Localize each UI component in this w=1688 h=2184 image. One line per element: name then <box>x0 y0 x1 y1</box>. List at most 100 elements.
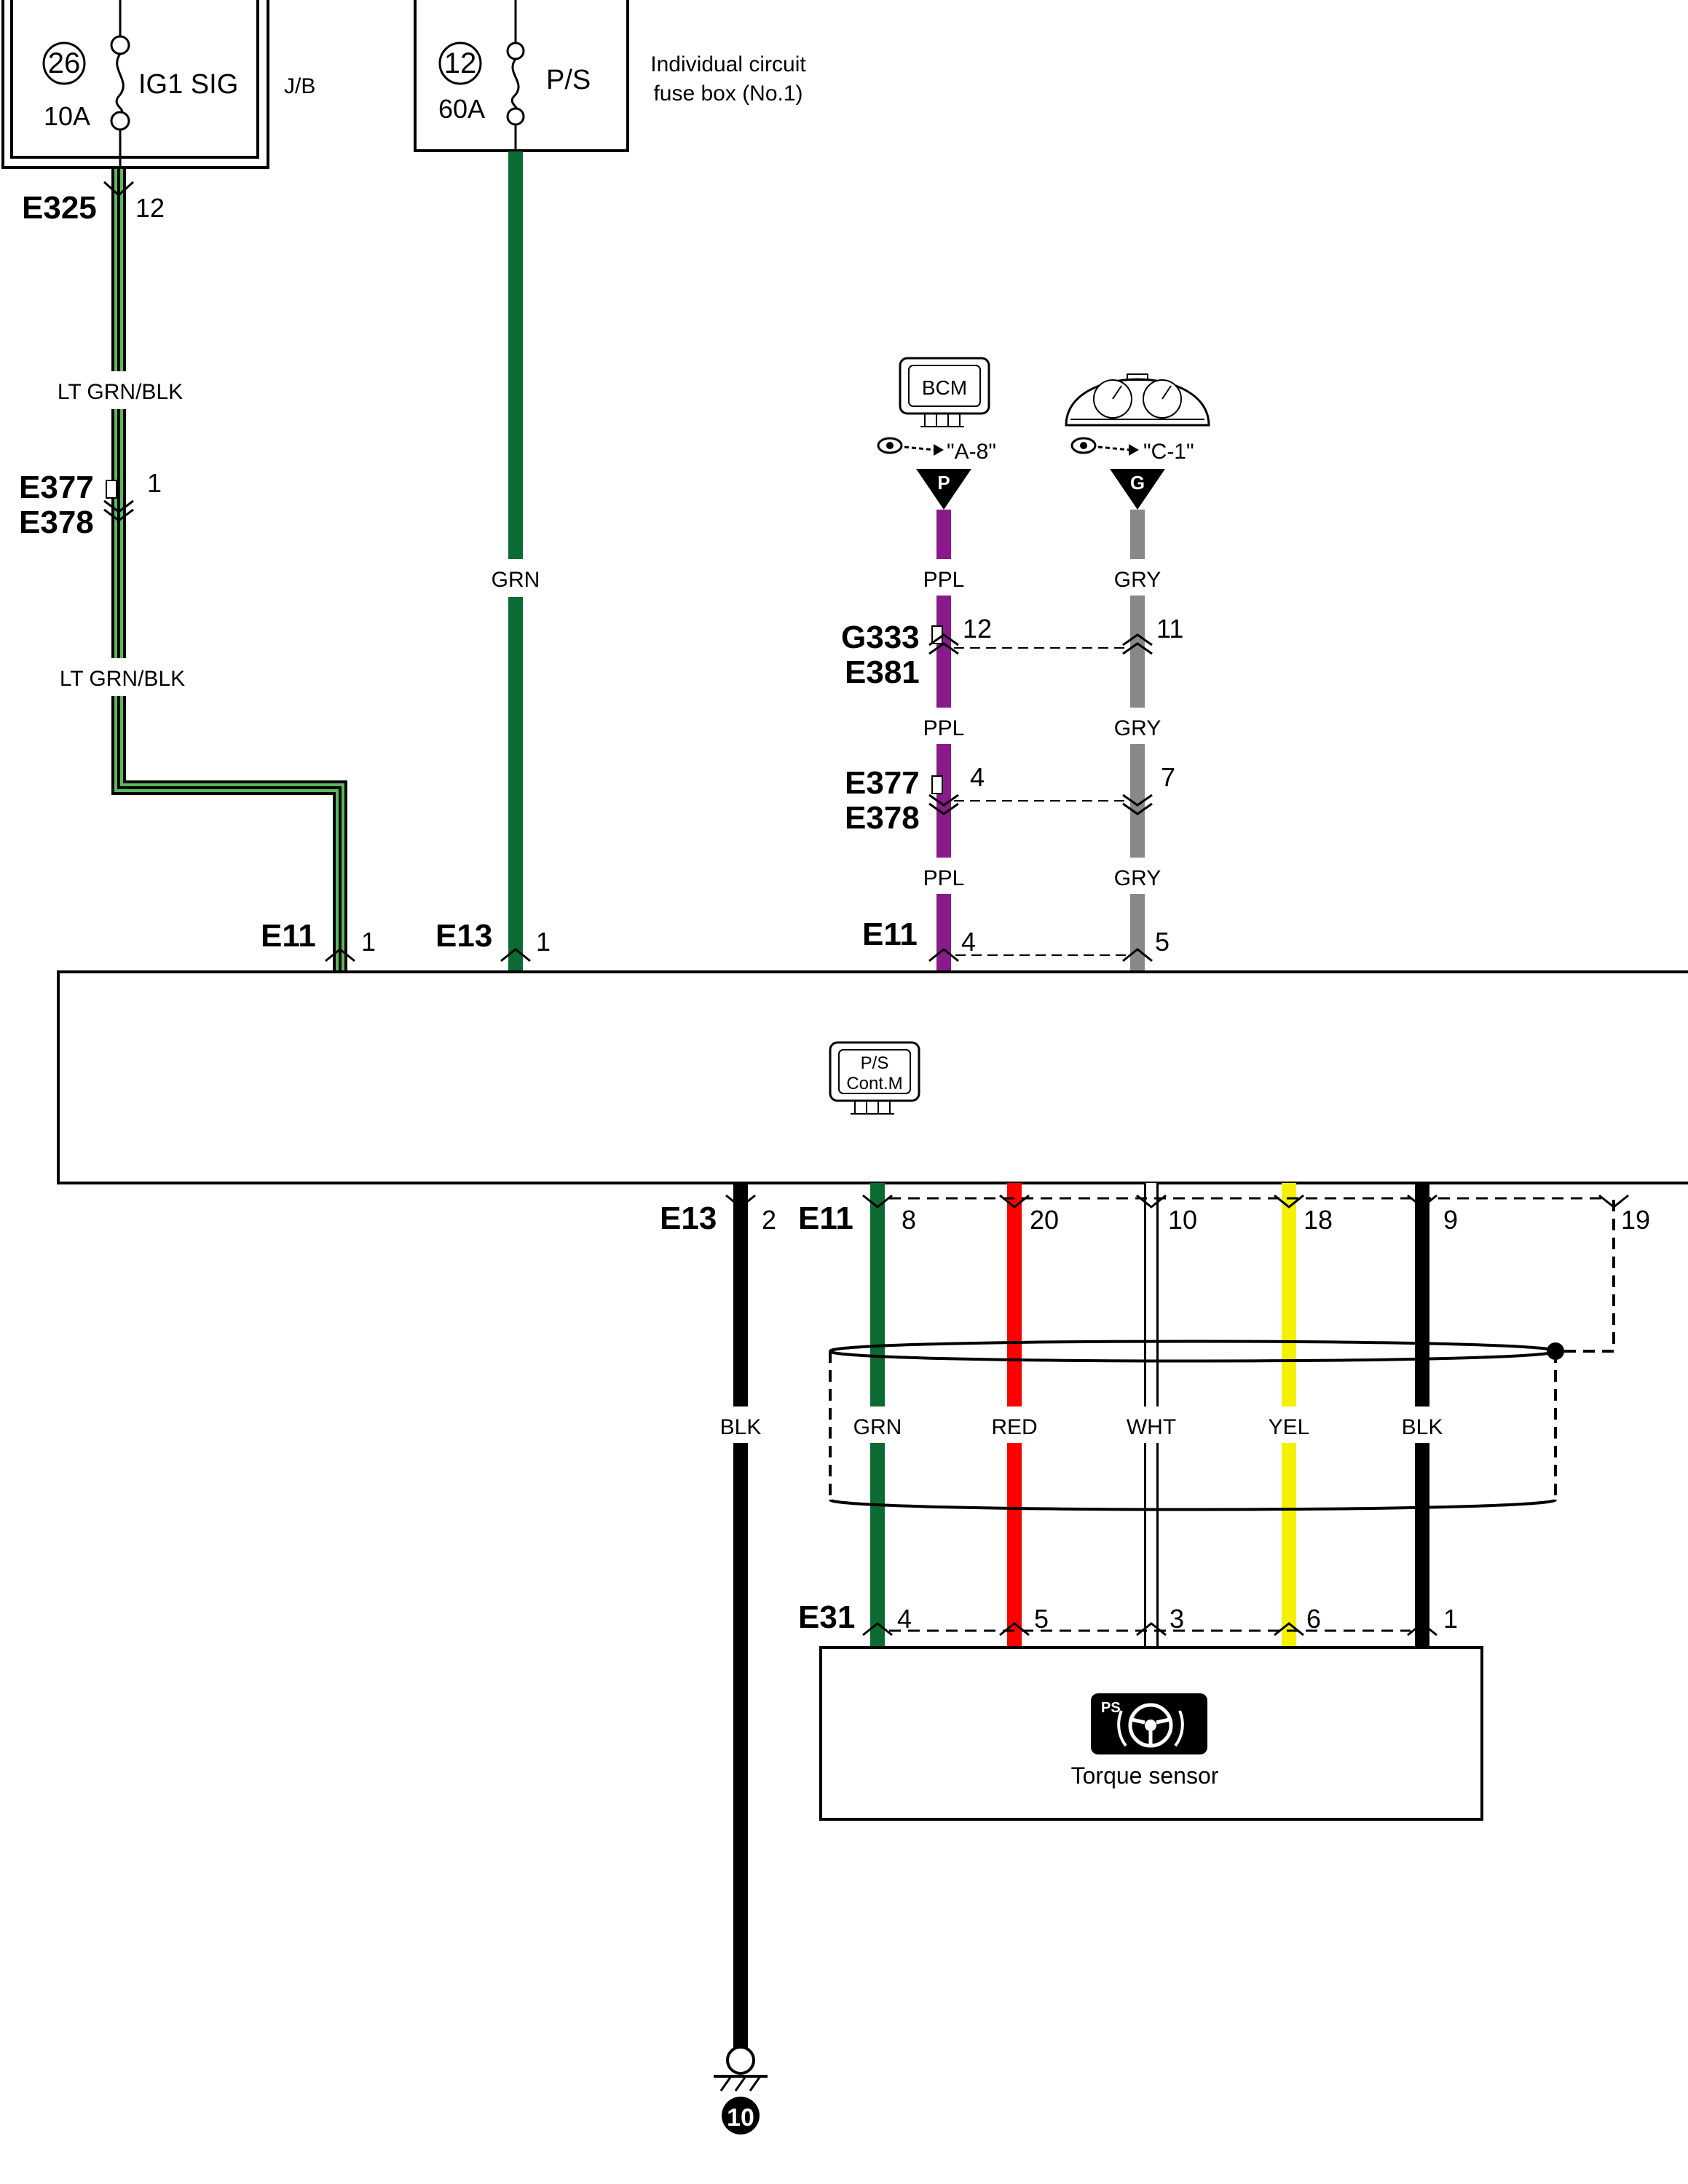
wire-lt-grn-blk <box>111 169 347 972</box>
fuse-icon <box>506 0 525 151</box>
pin-number: 1 <box>147 468 162 498</box>
connector-e11-top-right: E11 4 5 <box>862 917 1170 962</box>
ps-control-module: P/S Cont.M <box>57 970 1688 1184</box>
junction-block-label: J/B <box>284 74 315 98</box>
fuse-number: 26 <box>48 47 81 79</box>
connector-name: E377 <box>19 470 94 505</box>
connector-e325: E325 12 <box>22 181 165 226</box>
pin-number: 2 <box>762 1205 776 1235</box>
fuse-rating: 10A <box>44 101 90 131</box>
combination-meter-module: "C-1" G <box>1065 373 1210 510</box>
pin-number: 1 <box>361 927 376 957</box>
wire-label: BLK <box>1402 1415 1443 1439</box>
fuse-box-label-line1: Individual circuit <box>650 52 806 76</box>
pin-number: 3 <box>1170 1604 1184 1634</box>
connector-g333-e381: G333 E381 12 11 <box>841 614 1183 690</box>
bcm-reference: "A-8" <box>947 440 996 464</box>
wire-tag-letter: P <box>937 472 950 494</box>
pin-number: 1 <box>536 927 551 957</box>
pin-number: 20 <box>1030 1205 1059 1235</box>
ground-icon <box>726 2046 755 2075</box>
connector-name: E378 <box>845 800 920 836</box>
connector-name: E325 <box>22 190 97 226</box>
connector-e31: E31 4 5 3 6 1 <box>798 1599 1458 1637</box>
pin-number: 12 <box>135 193 165 223</box>
wire-label: GRN <box>492 568 540 592</box>
pin-number: 9 <box>1443 1205 1458 1235</box>
connector-name: E11 <box>798 1200 853 1236</box>
ps-control-label-line2: Cont.M <box>846 1074 902 1093</box>
pin-number: 12 <box>963 614 992 644</box>
pin-number: 6 <box>1306 1604 1321 1634</box>
connector-name: E11 <box>261 918 316 954</box>
eye-reference-icon <box>1070 437 1139 456</box>
wire-label: LT GRN/BLK <box>58 380 183 404</box>
ground-number: 10 <box>727 2104 754 2132</box>
pin-number: 1 <box>1443 1604 1458 1634</box>
wire-tag-triangle-icon <box>916 469 971 510</box>
fuse-icon <box>110 0 130 167</box>
pin-number: 4 <box>961 927 976 957</box>
pin-number: 10 <box>1168 1205 1197 1235</box>
wire-label: GRY <box>1114 866 1161 890</box>
individual-fuse-box: 12 60A P/S Individual circuit fuse box (… <box>414 0 806 152</box>
eye-reference-icon <box>877 437 944 456</box>
pin-number: 5 <box>1155 927 1170 957</box>
svg-text:PS: PS <box>1101 1700 1121 1716</box>
connector-e13-bottom: E13 2 <box>660 1194 776 1236</box>
meter-reference: "C-1" <box>1143 440 1194 464</box>
connector-name: E378 <box>19 505 94 540</box>
connector-e11-bottom: E11 8 20 10 18 9 19 <box>798 1194 1650 1236</box>
fuse-name: IG1 SIG <box>138 69 238 100</box>
meter-icon <box>1065 378 1210 427</box>
wire-label: PPL <box>923 866 965 890</box>
connector-name: E13 <box>660 1200 717 1236</box>
fuse-number-circle-icon <box>42 41 86 85</box>
wire-label: BLK <box>720 1415 762 1439</box>
wire-tag-letter: G <box>1130 472 1145 494</box>
pin-number: 19 <box>1621 1205 1650 1235</box>
bcm-label: BCM <box>922 376 967 399</box>
pin-number: 4 <box>970 762 985 792</box>
connector-e377-e378-mid: E377 E378 4 7 <box>845 762 1175 836</box>
connector-e11-top-left: E11 1 <box>261 918 376 962</box>
pin-number: 8 <box>902 1205 916 1235</box>
torque-sensor-label: Torque sensor <box>1071 1762 1219 1789</box>
fuse-number: 12 <box>444 47 477 79</box>
junction-block: 26 10A IG1 SIG J/B <box>1 0 315 169</box>
connector-name: E13 <box>435 918 492 954</box>
wire-label: LT GRN/BLK <box>60 667 185 691</box>
steering-wheel-icon: PS <box>1091 1693 1207 1754</box>
ground-symbol: 10 <box>714 2046 768 2134</box>
wire-label: PPL <box>923 716 965 740</box>
pin-number: 18 <box>1304 1205 1333 1235</box>
connector-e13-top: E13 1 <box>435 918 551 962</box>
wire-label: GRY <box>1114 716 1161 740</box>
pin-number: 7 <box>1161 762 1175 792</box>
pin-number: 4 <box>897 1604 912 1634</box>
connector-e377-e378-top: E377 E378 1 <box>19 468 162 540</box>
ps-control-label-line1: P/S <box>861 1053 889 1073</box>
connector-name: E11 <box>862 917 918 952</box>
pin-number: 11 <box>1156 614 1183 644</box>
wire-label: WHT <box>1127 1415 1176 1439</box>
wire-tag-triangle-icon <box>1110 469 1165 510</box>
wire-label: PPL <box>923 568 965 592</box>
connector-name: G333 <box>841 620 920 655</box>
ground-number-circle-icon <box>722 2097 760 2134</box>
fuse-number-circle-icon <box>438 41 482 85</box>
pin-number: 5 <box>1034 1604 1049 1634</box>
wire-label: GRN <box>853 1415 902 1439</box>
connector-name: E377 <box>845 765 920 801</box>
connector-name: E381 <box>845 654 920 690</box>
fuse-name: P/S <box>546 65 591 95</box>
bcm-module: BCM "A-8" P <box>877 357 996 510</box>
wire-label: GRY <box>1114 568 1161 592</box>
torque-sensor: PS Torque sensor <box>819 1646 1483 1821</box>
wire-label: RED <box>991 1415 1037 1439</box>
shielded-cable <box>829 1198 1615 1511</box>
connector-name: E31 <box>798 1599 855 1635</box>
fuse-box-label-line2: fuse box (No.1) <box>653 82 802 106</box>
fuse-rating: 60A <box>438 94 485 124</box>
